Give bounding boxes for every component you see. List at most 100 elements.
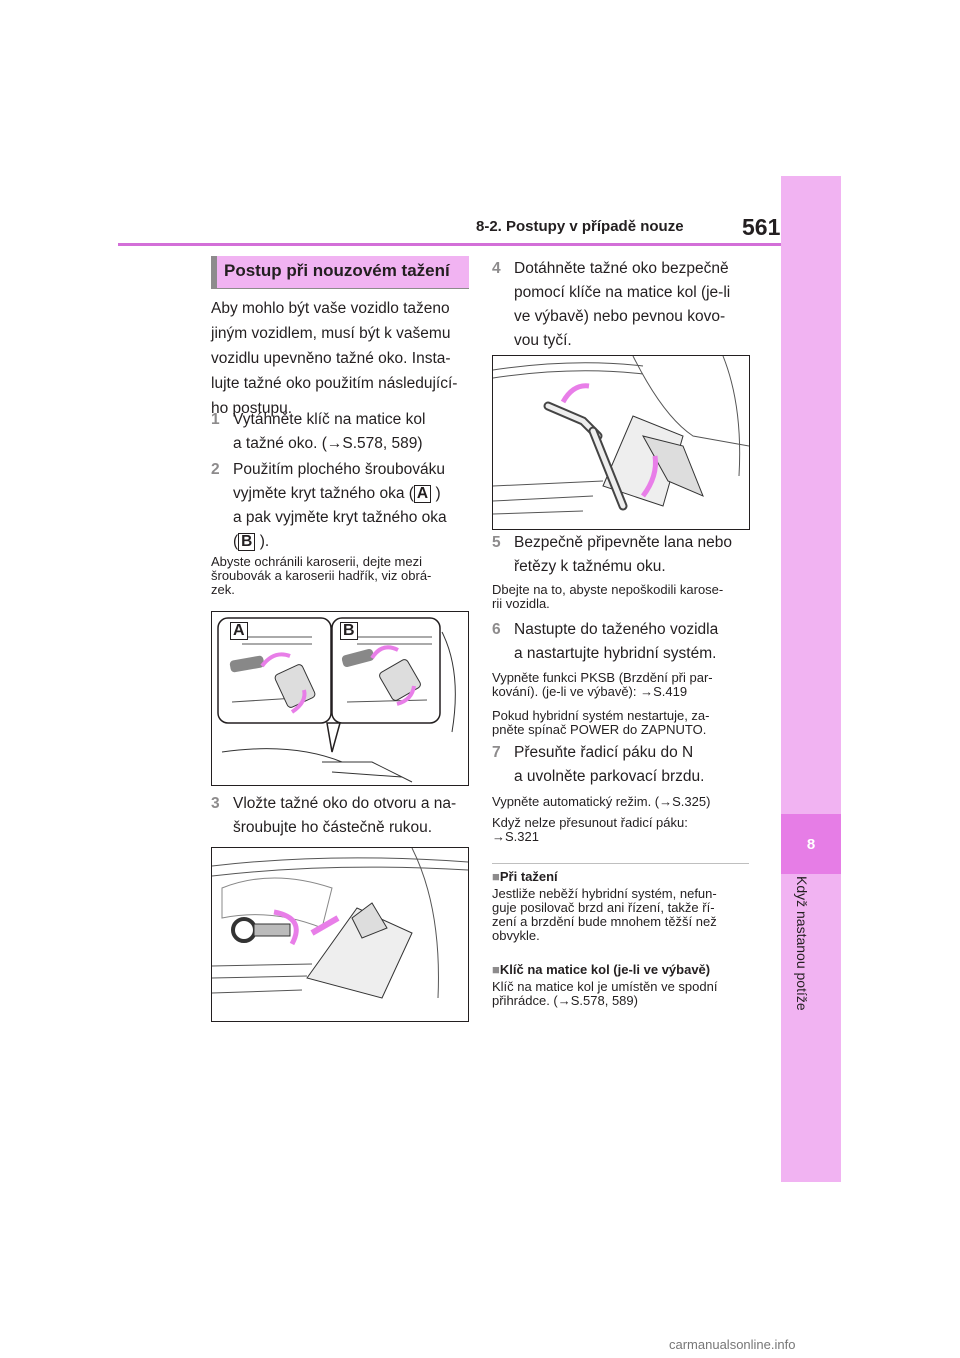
chapter-title: Když nastanou potíže: [794, 876, 810, 1011]
chapter-title-vertical: Když nastanou potíže: [794, 876, 822, 1106]
step-line: Vytáhněte klíč na matice kol: [233, 411, 426, 428]
step-line: vyjměte kryt tažného oka (: [233, 485, 414, 502]
step-line-end: ): [435, 485, 441, 502]
step-1: 1 Vytáhněte klíč na matice kol a tažné o…: [211, 408, 481, 456]
rotate-arrow-icon: [560, 383, 590, 404]
step-line: šroubujte ho částečně rukou.: [233, 819, 433, 836]
intro-line: Aby mohlo být vaše vozidlo taženo: [211, 300, 450, 317]
info-line: guje posilovač brzd ani řízení, takže ří…: [492, 900, 715, 915]
header-rule: [118, 243, 782, 246]
step-line: pomocí klíče na matice kol (je-li: [514, 284, 731, 301]
chapter-side-tab: [781, 176, 841, 1182]
intro-line: vozidlu upevněno tažné oko. Insta-: [211, 350, 451, 367]
intro-line: lujte tažné oko použitím následující-: [211, 375, 458, 392]
note-line: pněte spínač POWER do ZAPNUTO.: [492, 722, 707, 737]
note-step-6-pksb: Vypněte funkci PKSB (Brzdění při par- ko…: [492, 671, 762, 699]
note-line: Vypněte funkci PKSB (Brzdění při par-: [492, 670, 713, 685]
insert-arrow-icon: [310, 915, 340, 936]
watermark: carmanualsonline.info: [669, 1337, 796, 1352]
note-line: →S.321: [492, 829, 539, 844]
info-title: Při tažení: [499, 869, 558, 884]
step-5: 5 Bezpečně připevněte lana nebo řetězy k…: [492, 531, 762, 579]
cover-removal-illustration: [217, 617, 456, 783]
step-line: Vložte tažné oko do otvoru a na-: [233, 795, 457, 812]
note-line: Když nelze přesunout řadicí páku:: [492, 815, 688, 830]
figure-label-b: B: [340, 622, 358, 640]
info-line: přihrádce. (→S.578, 589): [492, 993, 638, 1008]
note-step-5: Dbejte na to, abyste nepoškodili karose-…: [492, 583, 762, 611]
step-number: 5: [492, 534, 501, 551]
chapter-number: 8: [806, 835, 816, 853]
step-line: Nastupte do taženého vozidla: [514, 621, 719, 638]
figure-insert-eye: [211, 847, 469, 1022]
note-step-6-power: Pokud hybridní systém nestartuje, za- pn…: [492, 709, 762, 737]
label-a-box: A: [413, 485, 432, 503]
note-line: šroubovák a karoserii hadřík, viz obrá-: [211, 568, 432, 583]
intro-line: jiným vozidlem, musí být k vašemu: [211, 325, 451, 342]
step-number: 7: [492, 744, 501, 761]
step-4: 4 Dotáhněte tažné oko bezpečně pomocí kl…: [492, 257, 762, 353]
square-bullet-icon: ■: [492, 869, 500, 884]
step-line: vou tyčí.: [514, 332, 572, 349]
step-number: 3: [211, 795, 220, 812]
info-towing: ■Při tažení Jestliže neběží hybridní sys…: [492, 870, 762, 943]
step-line: a uvolněte parkovací brzdu.: [514, 768, 705, 785]
info-wrench: ■Klíč na matice kol (je-li ve výbavě) Kl…: [492, 963, 762, 1008]
figure-label-a: A: [230, 622, 248, 640]
intro-line: ho postupu.: [211, 400, 293, 417]
figure-cover-removal: A B: [211, 611, 469, 786]
step-7: 7 Přesuňte řadicí páku do N a uvolněte p…: [492, 741, 762, 789]
tighten-eye-illustration: [492, 355, 750, 515]
arrow-icon: [290, 689, 307, 714]
info-title: Klíč na matice kol (je-li ve výbavě): [499, 962, 711, 977]
chapter-number-box: 8: [781, 814, 841, 874]
step-line: a pak vyjměte kryt tažného oka: [233, 509, 447, 526]
page-number: 561: [742, 214, 781, 240]
figure-tighten-eye: [492, 355, 750, 530]
section-heading: Postup při nouzovém tažení: [224, 261, 450, 280]
note-line: Dbejte na to, abyste nepoškodili karose-: [492, 582, 724, 597]
section-heading-accent: [211, 256, 217, 288]
arrow-icon: [370, 645, 399, 660]
section-title: 8-2. Postupy v případě nouze: [476, 218, 684, 235]
step-line: řetězy k tažnému oku.: [514, 558, 666, 575]
info-line: zení a brzdění bude mnohem těžší než: [492, 914, 717, 929]
note-line: Abyste ochránili karoserii, dejte mezi: [211, 554, 422, 569]
note-line: zek.: [211, 582, 235, 597]
arrow-icon: [260, 652, 291, 668]
info-divider: [492, 863, 749, 864]
intro-paragraph: Aby mohlo být vaše vozidlo taženo jiným …: [211, 296, 481, 421]
turn-arrow-icon: [640, 455, 658, 498]
note-line: Pokud hybridní systém nestartuje, za-: [492, 708, 710, 723]
step-2: 2 Použitím plochého šroubováku vyjměte k…: [211, 458, 481, 554]
step-number: 4: [492, 260, 501, 277]
section-heading-rule: [211, 288, 469, 289]
step-number: 1: [211, 411, 220, 428]
info-line: Jestliže neběží hybridní systém, nefun-: [492, 886, 717, 901]
step-line: (: [233, 533, 239, 550]
note-line: Vypněte automatický režim. (→S.325): [492, 794, 711, 809]
label-b-box: B: [238, 533, 256, 551]
step-line: a nastartujte hybridní systém.: [514, 645, 717, 662]
note-step-2: Abyste ochránili karoserii, dejte mezi š…: [211, 555, 481, 597]
step-line: a tažné oko. (→S.578, 589): [233, 435, 423, 452]
insert-eye-illustration: [211, 847, 469, 999]
step-line-end: ).: [259, 533, 270, 550]
step-6: 6 Nastupte do taženého vozidla a nastart…: [492, 618, 762, 666]
step-line: Použitím plochého šroubováku: [233, 461, 445, 478]
note-line: rii vozidla.: [492, 596, 550, 611]
step-number: 6: [492, 621, 501, 638]
step-line: Přesuňte řadicí páku do N: [514, 744, 694, 761]
step-line: Bezpečně připevněte lana nebo: [514, 534, 733, 551]
note-step-7-auto: Vypněte automatický režim. (→S.325): [492, 795, 762, 809]
info-line: Klíč na matice kol je umístěn ve spodní: [492, 979, 718, 994]
step-number: 2: [211, 461, 220, 478]
rotate-arrow-icon: [273, 909, 299, 946]
square-bullet-icon: ■: [492, 962, 500, 977]
arrow-icon: [396, 685, 416, 706]
step-line: ve výbavě) nebo pevnou kovo-: [514, 308, 726, 325]
section-heading-box: [211, 256, 469, 288]
note-line: kování). (je-li ve výbavě): →S.419: [492, 684, 688, 699]
info-line: obvykle.: [492, 928, 540, 943]
step-line: Dotáhněte tažné oko bezpečně: [514, 260, 729, 277]
